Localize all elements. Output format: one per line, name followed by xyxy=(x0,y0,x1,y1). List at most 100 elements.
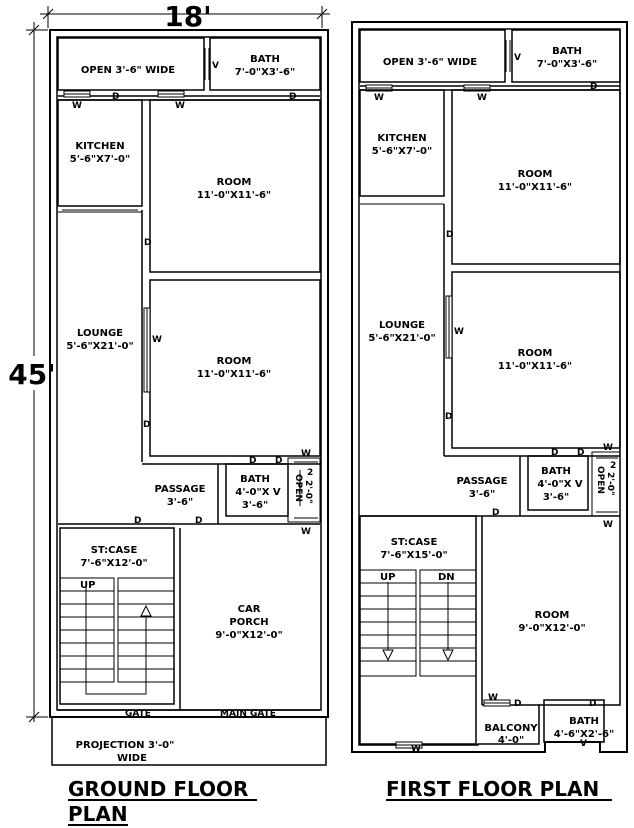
svg-text:D: D xyxy=(275,456,282,466)
ff-bath-top-name: BATH xyxy=(552,46,582,57)
gf-open-label: OPEN 3'-6" WIDE xyxy=(81,65,175,76)
ff-stcase-size: 7'-6"X15'-0" xyxy=(380,550,447,561)
first-floor-title: FIRST FLOOR PLAN xyxy=(386,777,599,801)
svg-text:W: W xyxy=(301,449,311,459)
ff-stcase-dn: DN xyxy=(438,572,455,583)
gf-passage-name: PASSAGE xyxy=(155,484,206,495)
svg-text:W: W xyxy=(301,527,311,537)
svg-text:D: D xyxy=(445,412,452,422)
ff-room2-size: 11'-0"X11'-6" xyxy=(498,361,572,372)
gf-car-name2: PORCH xyxy=(229,617,268,628)
ground-floor-plan xyxy=(49,29,329,766)
svg-text:D: D xyxy=(492,508,499,518)
ff-lounge-name: LOUNGE xyxy=(379,320,425,331)
svg-text:D: D xyxy=(143,420,150,430)
svg-text:D: D xyxy=(249,456,256,466)
gf-bath-mid-size1: 4'-0"X V xyxy=(235,487,281,498)
gf-stcase-size: 7'-6"X12'-0" xyxy=(80,558,147,569)
ff-stcase-up: UP xyxy=(380,572,395,583)
first-floor-labels: OPEN 3'-6" WIDE BATH 7'-0"X3'-6" KITCHEN… xyxy=(368,46,615,746)
ff-lounge-size: 5'-6"X21'-0" xyxy=(368,333,435,344)
svg-text:W: W xyxy=(374,93,384,103)
ff-kitchen-size: 5'-6"X7'-0" xyxy=(372,146,432,157)
svg-text:V: V xyxy=(514,53,521,63)
ff-room1-name: ROOM xyxy=(518,169,553,180)
ground-floor-labels: OPEN 3'-6" WIDE BATH 7'-0"X3'-6" KITCHEN… xyxy=(66,54,313,764)
first-floor-marks: V D W W D W D D D W W 2 D D D W W V xyxy=(374,53,616,754)
gf-car-size: 9'-0"X12'-0" xyxy=(215,630,282,641)
height-label: 45' xyxy=(8,358,56,391)
svg-text:D: D xyxy=(446,230,453,240)
svg-text:D: D xyxy=(577,448,584,458)
ff-open-side-name: OPEN xyxy=(595,466,605,494)
ff-open-label: OPEN 3'-6" WIDE xyxy=(383,57,477,68)
ff-room2-name: ROOM xyxy=(518,348,553,359)
svg-text:V: V xyxy=(212,61,219,71)
ff-bath-top-size: 7'-0"X3'-6" xyxy=(537,59,597,70)
svg-text:D: D xyxy=(590,82,597,92)
width-label: 18' xyxy=(164,0,212,33)
ff-passage-size: 3'-6" xyxy=(469,489,495,500)
svg-text:W: W xyxy=(477,93,487,103)
gf-stcase-name: ST:CASE xyxy=(91,545,138,556)
ff-room3-size: 9'-0"X12'-0" xyxy=(518,623,585,634)
gf-kitchen-size: 5'-6"X7'-0" xyxy=(70,154,130,165)
gf-lounge-name: LOUNGE xyxy=(77,328,123,339)
svg-text:D: D xyxy=(112,92,119,102)
ff-kitchen-name: KITCHEN xyxy=(377,133,426,144)
ff-bath-mid-size2: 3'-6" xyxy=(543,492,569,503)
svg-text:W: W xyxy=(603,520,613,530)
gf-projection-line2: WIDE xyxy=(117,753,147,764)
ff-room1-size: 11'-0"X11'-6" xyxy=(498,182,572,193)
svg-text:W: W xyxy=(603,443,613,453)
ff-balcony-name: BALCONY xyxy=(484,723,538,734)
ground-floor-title-line1: GROUND FLOOR xyxy=(68,777,248,801)
svg-text:W: W xyxy=(488,693,498,703)
svg-text:D: D xyxy=(134,516,141,526)
gf-passage-size: 3'-6" xyxy=(167,497,193,508)
width-dimension xyxy=(40,6,330,28)
gf-room1-name: ROOM xyxy=(217,177,252,188)
gf-open-side-size: 2'-0" xyxy=(303,480,313,504)
ground-floor-marks: V D D W W D W D D D W W 2 D D xyxy=(72,61,313,537)
ground-floor-title-line2: PLAN xyxy=(68,802,128,826)
svg-text:D: D xyxy=(195,516,202,526)
gf-bath-mid-name: BATH xyxy=(240,474,270,485)
ff-open-side-size: 2'-0" xyxy=(605,472,615,496)
ff-bath-mid-size1: 4'-0"X V xyxy=(537,479,583,490)
svg-text:W: W xyxy=(175,101,185,111)
svg-text:W: W xyxy=(411,744,421,754)
gf-open-side-name: OPEN xyxy=(293,474,303,502)
first-floor-plan xyxy=(351,21,628,753)
ff-balcony-size: 4'-0" xyxy=(498,735,524,746)
gf-lounge-size: 5'-6"X21'-0" xyxy=(66,341,133,352)
gf-room2-size: 11'-0"X11'-6" xyxy=(197,369,271,380)
gf-bath-mid-size2: 3'-6" xyxy=(242,500,268,511)
ff-passage-name: PASSAGE xyxy=(457,476,508,487)
svg-text:2: 2 xyxy=(610,461,616,471)
gf-room2-name: ROOM xyxy=(217,356,252,367)
gf-gate-label: GATE xyxy=(125,709,151,719)
svg-text:D: D xyxy=(551,448,558,458)
svg-text:D: D xyxy=(289,92,296,102)
ff-stcase-name: ST:CASE xyxy=(391,537,438,548)
gf-bath-top-name: BATH xyxy=(250,54,280,65)
gf-bath-top-size: 7'-0"X3'-6" xyxy=(235,67,295,78)
ff-room3-name: ROOM xyxy=(535,610,570,621)
ff-bath-bottom-name: BATH xyxy=(569,716,599,727)
gf-projection-line1: PROJECTION 3'-0" xyxy=(76,740,175,751)
ff-bath-bottom-size: 4'-6"X2'-6" xyxy=(554,729,614,740)
svg-text:W: W xyxy=(152,335,162,345)
svg-text:D: D xyxy=(589,699,596,709)
ff-bath-mid-name: BATH xyxy=(541,466,571,477)
gf-stcase-up: UP xyxy=(80,580,95,591)
svg-text:D: D xyxy=(514,699,521,709)
svg-text:W: W xyxy=(454,327,464,337)
svg-text:W: W xyxy=(72,101,82,111)
gf-car-name1: CAR xyxy=(238,604,261,615)
gf-main-gate-label: MAIN GATE xyxy=(220,709,276,719)
svg-text:D: D xyxy=(144,238,151,248)
svg-text:2: 2 xyxy=(307,468,313,478)
svg-text:V: V xyxy=(580,739,587,749)
